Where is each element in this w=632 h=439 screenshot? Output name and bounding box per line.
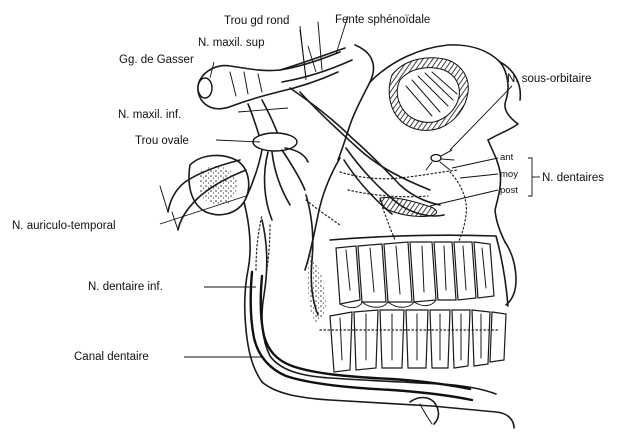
label-canal-dentaire: Canal dentaire — [74, 351, 149, 363]
label-gg-de-gasser: Gg. de Gasser — [119, 54, 194, 66]
label-n-maxil-inf: N. maxil. inf. — [118, 109, 181, 121]
condyle — [189, 155, 249, 214]
label-moy: moy — [500, 169, 518, 180]
infraorbital-foramen — [426, 150, 454, 170]
nerve-speckle — [308, 255, 326, 322]
label-trou-gd-rond: Trou gd rond — [224, 15, 289, 27]
label-ant: ant — [500, 152, 514, 163]
label-n-sous-orbitaire: N. sous-orbitaire — [507, 73, 591, 85]
label-n-auriculo-temporal: N. auriculo-temporal — [12, 220, 116, 232]
upper-teeth — [330, 235, 508, 307]
lower-teeth — [320, 310, 506, 372]
gasserian-ganglion — [198, 52, 340, 109]
label-trou-ovale: Trou ovale — [135, 135, 189, 147]
label-fente-sphenoidale: Fente sphénoïdale — [335, 14, 430, 26]
orbit — [389, 58, 468, 131]
label-post: post — [500, 185, 518, 196]
label-n-maxil-sup: N. maxil. sup — [198, 37, 264, 49]
labels: Trou gd rond Fente sphénoïdale N. maxil.… — [12, 14, 604, 363]
label-n-dentaires: N. dentaires — [542, 172, 604, 184]
label-n-dentaire-inf: N. dentaire inf. — [88, 281, 163, 293]
superior-dental-nerves — [340, 148, 466, 248]
